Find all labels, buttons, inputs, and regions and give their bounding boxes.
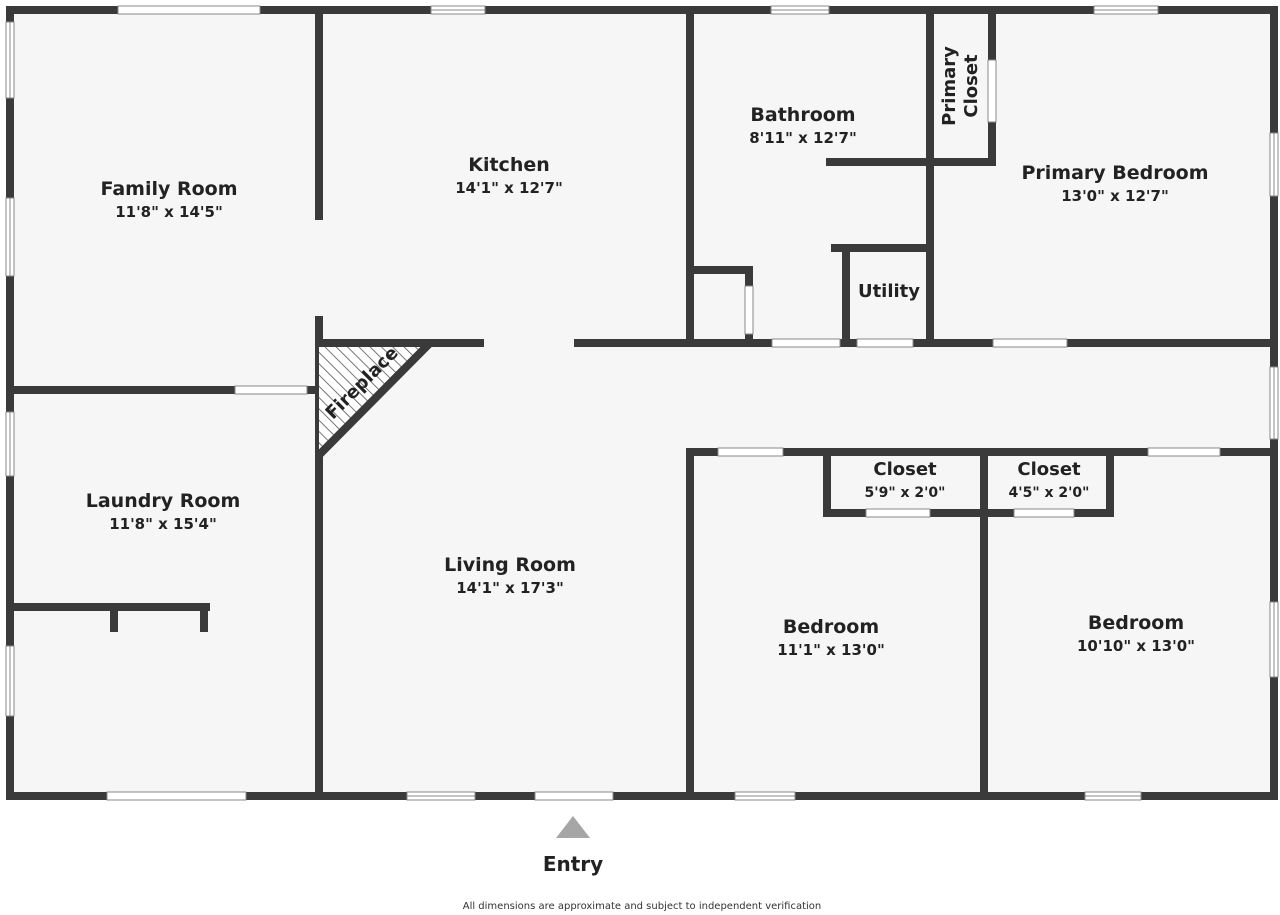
living-room-name: Living Room [444,554,576,576]
bedroom-2-name: Bedroom [1088,612,1184,634]
bathroom-dims: 8'11" x 12'7" [749,129,857,147]
floor-area [10,10,1274,796]
bedroom-2-dims: 10'10" x 13'0" [1077,637,1195,655]
primary-bedroom-dims: 13'0" x 12'7" [1061,187,1169,205]
windows [5,5,1279,801]
family-room-name: Family Room [100,178,237,200]
primary-closet-name-line2: Closet [961,54,982,118]
disclaimer: All dimensions are approximate and subje… [463,901,822,912]
family-room-dims: 11'8" x 14'5" [115,203,223,221]
closet-2-name: Closet [1017,459,1081,480]
entry-label: Entry [543,852,603,876]
primary-bedroom-name: Primary Bedroom [1021,162,1208,184]
living-room-dims: 14'1" x 17'3" [456,579,564,597]
closet-1-name: Closet [873,459,937,480]
closet-1-dims: 5'9" x 2'0" [865,485,946,501]
bedroom-1-name: Bedroom [783,616,879,638]
closet-2-dims: 4'5" x 2'0" [1009,485,1090,501]
primary-closet-name-line1: Primary [939,46,960,126]
entry-arrow-icon [556,816,590,838]
laundry-room-name: Laundry Room [86,490,241,512]
laundry-room-dims: 11'8" x 15'4" [109,515,217,533]
kitchen-name: Kitchen [468,154,550,176]
bathroom-name: Bathroom [750,104,855,126]
fireplace [316,339,440,458]
utility-name: Utility [858,281,920,302]
bedroom-1-dims: 11'1" x 13'0" [777,641,885,659]
kitchen-dims: 14'1" x 12'7" [455,179,563,197]
